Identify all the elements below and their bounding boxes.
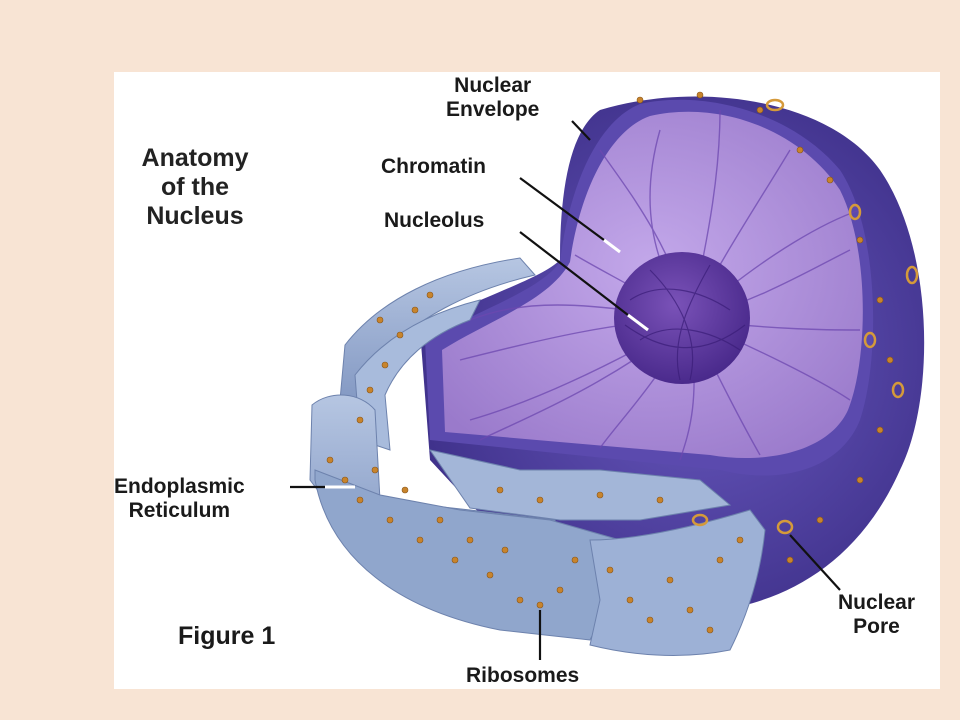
label-chromatin: Chromatin: [381, 155, 486, 178]
label-nuclear-envelope: Nuclear Envelope: [446, 74, 539, 122]
title-line-1: Anatomy: [141, 144, 249, 172]
leader-tips: [325, 238, 649, 489]
title-line-3: Nucleus: [146, 202, 244, 230]
label-nuclear-pore-line-2: Pore: [853, 615, 900, 638]
endoplasmic-reticulum: [309, 257, 766, 656]
label-ribosomes: Ribosomes: [466, 664, 580, 687]
label-er-line-1: Endoplasmic: [114, 475, 245, 498]
figure-caption: Figure 1: [178, 622, 276, 650]
label-nuclear-envelope-line-2: Envelope: [446, 98, 540, 121]
label-endoplasmic-reticulum: Endoplasmic Reticulum: [114, 475, 245, 523]
label-nuclear-pore-line-1: Nuclear: [838, 591, 916, 614]
leader-lines: [290, 120, 841, 660]
nuclear-pores: [691, 98, 919, 535]
label-nuclear-envelope-line-1: Nuclear: [454, 74, 532, 97]
title-line-2: of the: [160, 173, 230, 201]
ribosomes: [326, 91, 894, 634]
nucleolus: [614, 252, 750, 384]
diagram-title: Anatomy of the Nucleus: [120, 144, 270, 231]
label-er-line-2: Reticulum: [128, 499, 231, 522]
label-nuclear-pore: Nuclear Pore: [838, 591, 915, 639]
label-nucleolus: Nucleolus: [384, 209, 485, 232]
